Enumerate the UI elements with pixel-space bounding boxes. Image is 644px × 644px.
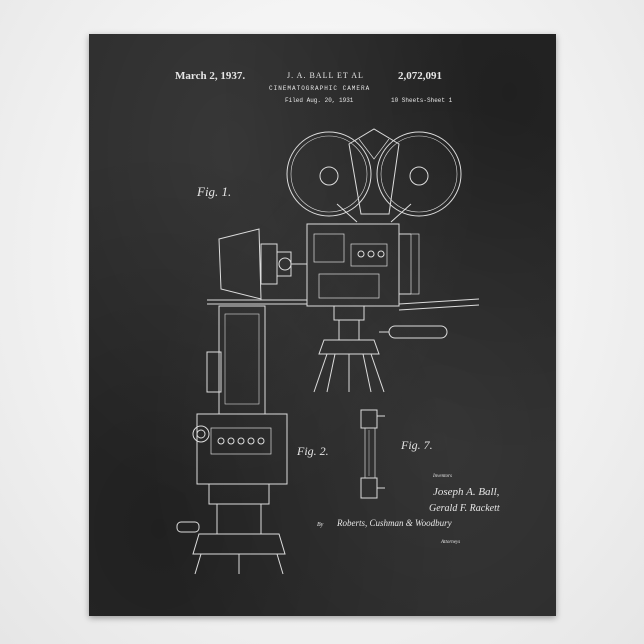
sheet-count: 10 Sheets-Sheet 1 bbox=[391, 97, 452, 104]
tripod-drawing bbox=[314, 306, 384, 392]
inventor-header: J. A. BALL ET AL bbox=[287, 71, 364, 80]
inventor-name-2: Gerald F. Rackett bbox=[429, 503, 500, 514]
fig2-label: Fig. 2. bbox=[297, 444, 329, 459]
patent-title: CINEMATOGRAPHIC CAMERA bbox=[269, 85, 370, 92]
by-label: By bbox=[317, 522, 323, 528]
inventor-name-1: Joseph A. Ball, bbox=[433, 486, 499, 498]
fig2-camera-drawing bbox=[177, 306, 287, 574]
fig7-label: Fig. 7. bbox=[401, 438, 433, 453]
filed-date: Filed Aug. 20, 1931 bbox=[285, 97, 353, 104]
fig7-detail-drawing bbox=[361, 410, 385, 498]
lens-drawing bbox=[219, 229, 307, 299]
fig1-label: Fig. 1. bbox=[197, 184, 231, 200]
camera-patent-drawing bbox=[89, 34, 556, 616]
patent-poster: March 2, 1937. J. A. BALL ET AL 2,072,09… bbox=[89, 34, 556, 616]
film-magazine-drawing bbox=[287, 129, 461, 222]
inventors-label: Inventors bbox=[433, 474, 452, 479]
patent-date: March 2, 1937. bbox=[175, 70, 245, 82]
patent-number: 2,072,091 bbox=[398, 70, 442, 82]
attorneys-label: Attorneys bbox=[441, 540, 460, 545]
rail-and-handle-drawing bbox=[207, 299, 479, 338]
attorneys-signature: Roberts, Cushman & Woodbury bbox=[337, 518, 452, 528]
camera-body-drawing bbox=[307, 224, 419, 306]
